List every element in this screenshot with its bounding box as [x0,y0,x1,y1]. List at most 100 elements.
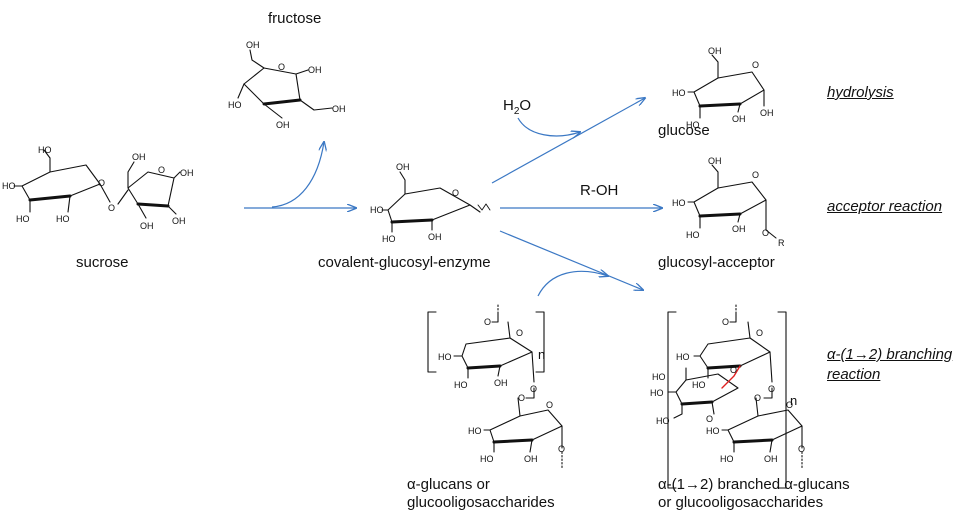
branched-glucans-label: α-(1→2) branched α-glucans [658,476,850,493]
atom-label: OH [276,120,290,130]
atom-label: OH [428,232,442,242]
atom-label: HO [706,426,720,436]
atom-label: HO [650,388,664,398]
atom-label: OH [308,65,322,75]
arrow-water-in [517,117,580,136]
atom-label: O [158,165,165,175]
atom-label: HO [56,214,70,224]
atom-label: HO [672,88,686,98]
atom-label: OH [494,378,508,388]
atom-label: O [530,384,537,394]
hydrolysis-label: hydrolysis [827,84,894,101]
arrow-branching [499,230,643,290]
atom-label: O [786,400,793,410]
atom-label: O [558,444,565,454]
atom-label: HO [686,120,700,130]
atom-label: O [762,228,769,238]
atom-label: HO [676,352,690,362]
atom-label: O [754,393,761,403]
atom-label: OH [524,454,538,464]
atom-label: O [278,62,285,72]
fructose-structure [237,49,333,119]
atom-label: R [778,238,785,248]
atom-label: O [484,317,491,327]
atom-label: O [452,188,459,198]
atom-label: HO [480,454,494,464]
glucose-structure [687,54,765,119]
atom-label: HO [16,214,30,224]
atom-label: O [98,178,105,188]
atom-label: HO [2,181,16,191]
atom-label: HO [672,198,686,208]
atom-label: OH [246,40,260,50]
atom-label: OH [708,46,722,56]
atom-label: HO [454,380,468,390]
atom-label: HO [228,100,242,110]
glucosyl-acceptor-structure [687,164,777,239]
atom-label: OH [180,168,194,178]
atom-label: O [546,400,553,410]
atom-label: O [752,170,759,180]
atom-label: OH [396,162,410,172]
enzyme-glucosyl-structure [381,171,491,233]
glucosyl-acceptor-label: glucosyl-acceptor [658,254,775,271]
branched-glucan-structure [667,304,803,489]
sucrose-structure [13,149,181,219]
atom-label: OH [760,108,774,118]
water-subscript: 2 [513,106,520,117]
branch-linkage-bond [721,365,741,389]
branched-glucans-label-2: or glucooligosaccharides [658,494,824,511]
atom-label: O [752,60,759,70]
atom-label: O [108,203,115,213]
atom-label: HO [38,145,52,155]
covalent-enzyme-label: covalent-glucosyl-enzyme [318,254,491,271]
acceptor-reaction-label: acceptor reaction [827,198,943,215]
sucrose-label: sucrose [76,254,129,271]
glucose-label: glucose [658,122,710,139]
atom-labels: HO HO HO HO O O OH O OH OH OH OH O OH HO… [2,40,805,464]
atom-label: HO [382,234,396,244]
atom-label: O [516,328,523,338]
atom-label: HO [692,380,706,390]
atom-label: HO [468,426,482,436]
reaction-arrows [244,98,662,297]
atom-label: OH [764,454,778,464]
atom-label: OH [172,216,186,226]
water-h: H [503,97,514,114]
atom-label: O [798,444,805,454]
fructose-label: fructose [268,10,322,27]
atom-label: O [706,414,713,424]
branching-reaction-label: α-(1→2) branching [827,346,953,363]
roh-label: R-OH [580,182,619,199]
atom-label: HO [720,454,734,464]
arrow-fructose-release [271,142,324,208]
atom-label: O [756,328,763,338]
atom-label: OH [708,156,722,166]
alpha-glucan-structure [427,304,563,469]
atom-label: HO [652,372,666,382]
atom-label: OH [732,224,746,234]
alpha-glucans-label: α-glucans or [407,476,490,493]
bonds [13,49,803,489]
arrow-glucan-in [537,271,608,297]
atom-label: O [722,317,729,327]
atom-label: HO [370,205,384,215]
alpha-glucans-label-2: glucooligosaccharides [407,494,555,511]
atom-label: HO [656,416,670,426]
water-o: O [519,97,532,114]
repeat-n-left: n [538,347,546,362]
repeat-n-right: n [790,393,798,408]
atom-label: O [518,393,525,403]
atom-label: HO [686,230,700,240]
water-label: H2O [503,97,531,121]
atom-label: OH [332,104,346,114]
atom-label: HO [438,352,452,362]
branching-reaction-label-2: reaction [827,366,881,383]
atom-label: O [768,384,775,394]
atom-label: OH [132,152,146,162]
atom-label: O [730,365,737,375]
arrow-hydrolysis [491,98,645,184]
atom-label: OH [140,221,154,231]
